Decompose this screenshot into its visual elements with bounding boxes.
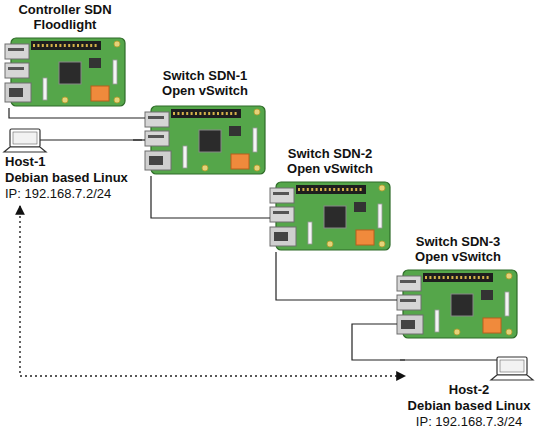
switch-board: Switch SDN-1 Open vSwitch bbox=[145, 68, 265, 176]
switch-board: Switch SDN-3 Open vSwitch bbox=[397, 234, 519, 340]
node-detail: IP: 192.168.7.3/24 bbox=[407, 414, 531, 430]
node-heading: Host-1 bbox=[5, 154, 129, 170]
laptop-icon bbox=[491, 357, 533, 380]
node-heading: Switch SDN-1 Open vSwitch bbox=[155, 68, 255, 98]
node-heading: Controller SDN Floodlight bbox=[15, 2, 115, 32]
raspberry-pi-board bbox=[397, 270, 517, 338]
network-cable bbox=[151, 176, 270, 218]
raspberry-pi-board bbox=[5, 38, 125, 106]
switch-board: Switch SDN-2 Open vSwitch bbox=[270, 146, 390, 252]
network-cable bbox=[276, 252, 397, 300]
node-detail: Debian based Linux bbox=[5, 170, 129, 186]
host-laptop: Host-1Debian based LinuxIP: 192.168.7.2/… bbox=[3, 126, 133, 206]
host-cable bbox=[40, 139, 142, 140]
node-heading: Host-2 bbox=[407, 382, 531, 398]
node-detail: Debian based Linux bbox=[407, 398, 531, 414]
host-cable bbox=[400, 359, 497, 360]
dotted-arrow bbox=[20, 206, 405, 376]
controller-board: Controller SDN Floodlight bbox=[3, 2, 127, 108]
host-laptop: Host-2Debian based LinuxIP: 192.168.7.3/… bbox=[405, 354, 533, 434]
raspberry-pi-board bbox=[145, 106, 265, 174]
raspberry-pi-board bbox=[270, 182, 390, 250]
network-cable bbox=[352, 324, 405, 360]
node-detail: IP: 192.168.7.2/24 bbox=[5, 186, 129, 202]
node-heading: Switch SDN-3 Open vSwitch bbox=[408, 234, 508, 264]
network-cable bbox=[133, 139, 145, 140]
network-cable bbox=[9, 108, 145, 118]
laptop-icon bbox=[4, 129, 46, 152]
node-heading: Switch SDN-2 Open vSwitch bbox=[280, 146, 380, 176]
